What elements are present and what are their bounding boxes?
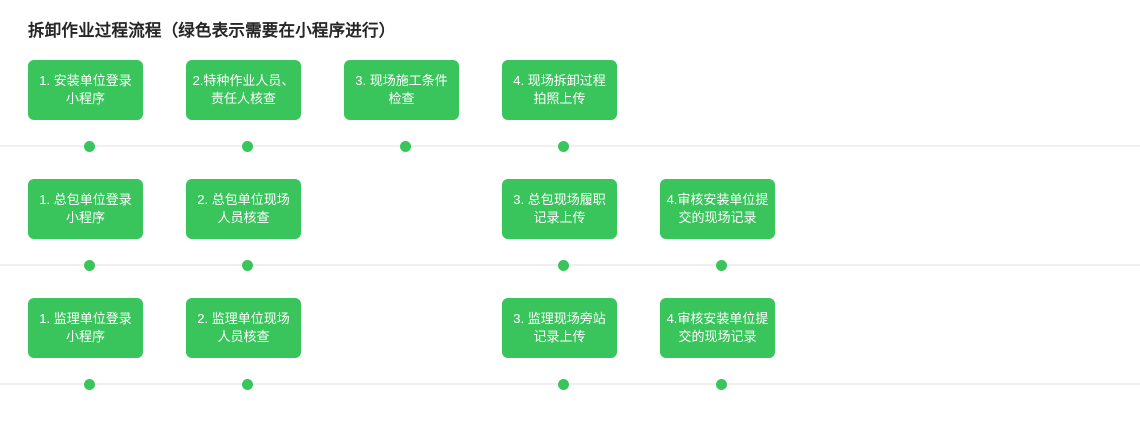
- flow-row-install-unit: 1. 安装单位登录小程序 2.特种作业人员、责任人核查 3. 现场施工条件检查 …: [0, 52, 1140, 171]
- flow-node-label: 2.特种作业人员、责任人核查: [192, 73, 295, 106]
- flow-node[interactable]: 3. 总包现场履职记录上传: [502, 179, 617, 239]
- flow-node-label: 4.审核安装单位提交的现场记录: [666, 192, 769, 225]
- timeline-dot: [242, 379, 253, 390]
- flow-node-label: 4. 现场拆卸过程拍照上传: [513, 73, 606, 106]
- timeline-dot: [84, 141, 95, 152]
- flow-node-label: 2. 总包单位现场人员核查: [197, 192, 290, 225]
- node-group: 1. 监理单位登录小程序 2. 监理单位现场人员核查 3. 监理现场旁站记录上传…: [28, 298, 1118, 362]
- flow-rows: 1. 安装单位登录小程序 2.特种作业人员、责任人核查 3. 现场施工条件检查 …: [0, 52, 1140, 409]
- timeline-axis: [0, 383, 1140, 385]
- page-title: 拆卸作业过程流程（绿色表示需要在小程序进行）: [28, 22, 396, 40]
- flow-row-supervision: 1. 监理单位登录小程序 2. 监理单位现场人员核查 3. 监理现场旁站记录上传…: [0, 290, 1140, 409]
- flow-node[interactable]: 2. 监理单位现场人员核查: [186, 298, 301, 358]
- flow-node-label: 4.审核安装单位提交的现场记录: [666, 311, 769, 344]
- flow-node-label: 1. 安装单位登录小程序: [39, 73, 132, 106]
- flow-node-label: 3. 监理现场旁站记录上传: [513, 311, 606, 344]
- flow-node[interactable]: 3. 监理现场旁站记录上传: [502, 298, 617, 358]
- timeline-dot: [558, 379, 569, 390]
- timeline-axis: [0, 264, 1140, 266]
- timeline-dot: [242, 260, 253, 271]
- timeline-dot: [558, 260, 569, 271]
- timeline-dot: [558, 141, 569, 152]
- timeline-dot: [84, 260, 95, 271]
- flow-node[interactable]: 2. 总包单位现场人员核查: [186, 179, 301, 239]
- timeline-dot: [242, 141, 253, 152]
- flow-node-label: 3. 现场施工条件检查: [355, 73, 448, 106]
- flow-node[interactable]: 1. 监理单位登录小程序: [28, 298, 143, 358]
- flow-node[interactable]: 2.特种作业人员、责任人核查: [186, 60, 301, 120]
- timeline-dot: [84, 379, 95, 390]
- timeline-dot: [716, 260, 727, 271]
- timeline-dot: [716, 379, 727, 390]
- flow-node[interactable]: 4.审核安装单位提交的现场记录: [660, 298, 775, 358]
- flow-node[interactable]: 4. 现场拆卸过程拍照上传: [502, 60, 617, 120]
- timeline-axis: [0, 145, 1140, 147]
- node-group: 1. 安装单位登录小程序 2.特种作业人员、责任人核查 3. 现场施工条件检查 …: [28, 60, 1118, 124]
- flow-node-label: 1. 总包单位登录小程序: [39, 192, 132, 225]
- flow-node[interactable]: 1. 总包单位登录小程序: [28, 179, 143, 239]
- flow-node-label: 2. 监理单位现场人员核查: [197, 311, 290, 344]
- timeline-dot: [400, 141, 411, 152]
- flow-node-label: 1. 监理单位登录小程序: [39, 311, 132, 344]
- flow-row-general-contractor: 1. 总包单位登录小程序 2. 总包单位现场人员核查 3. 总包现场履职记录上传…: [0, 171, 1140, 290]
- flow-node[interactable]: 1. 安装单位登录小程序: [28, 60, 143, 120]
- flow-node[interactable]: 4.审核安装单位提交的现场记录: [660, 179, 775, 239]
- flow-node-label: 3. 总包现场履职记录上传: [513, 192, 606, 225]
- flow-node[interactable]: 3. 现场施工条件检查: [344, 60, 459, 120]
- node-group: 1. 总包单位登录小程序 2. 总包单位现场人员核查 3. 总包现场履职记录上传…: [28, 179, 1118, 243]
